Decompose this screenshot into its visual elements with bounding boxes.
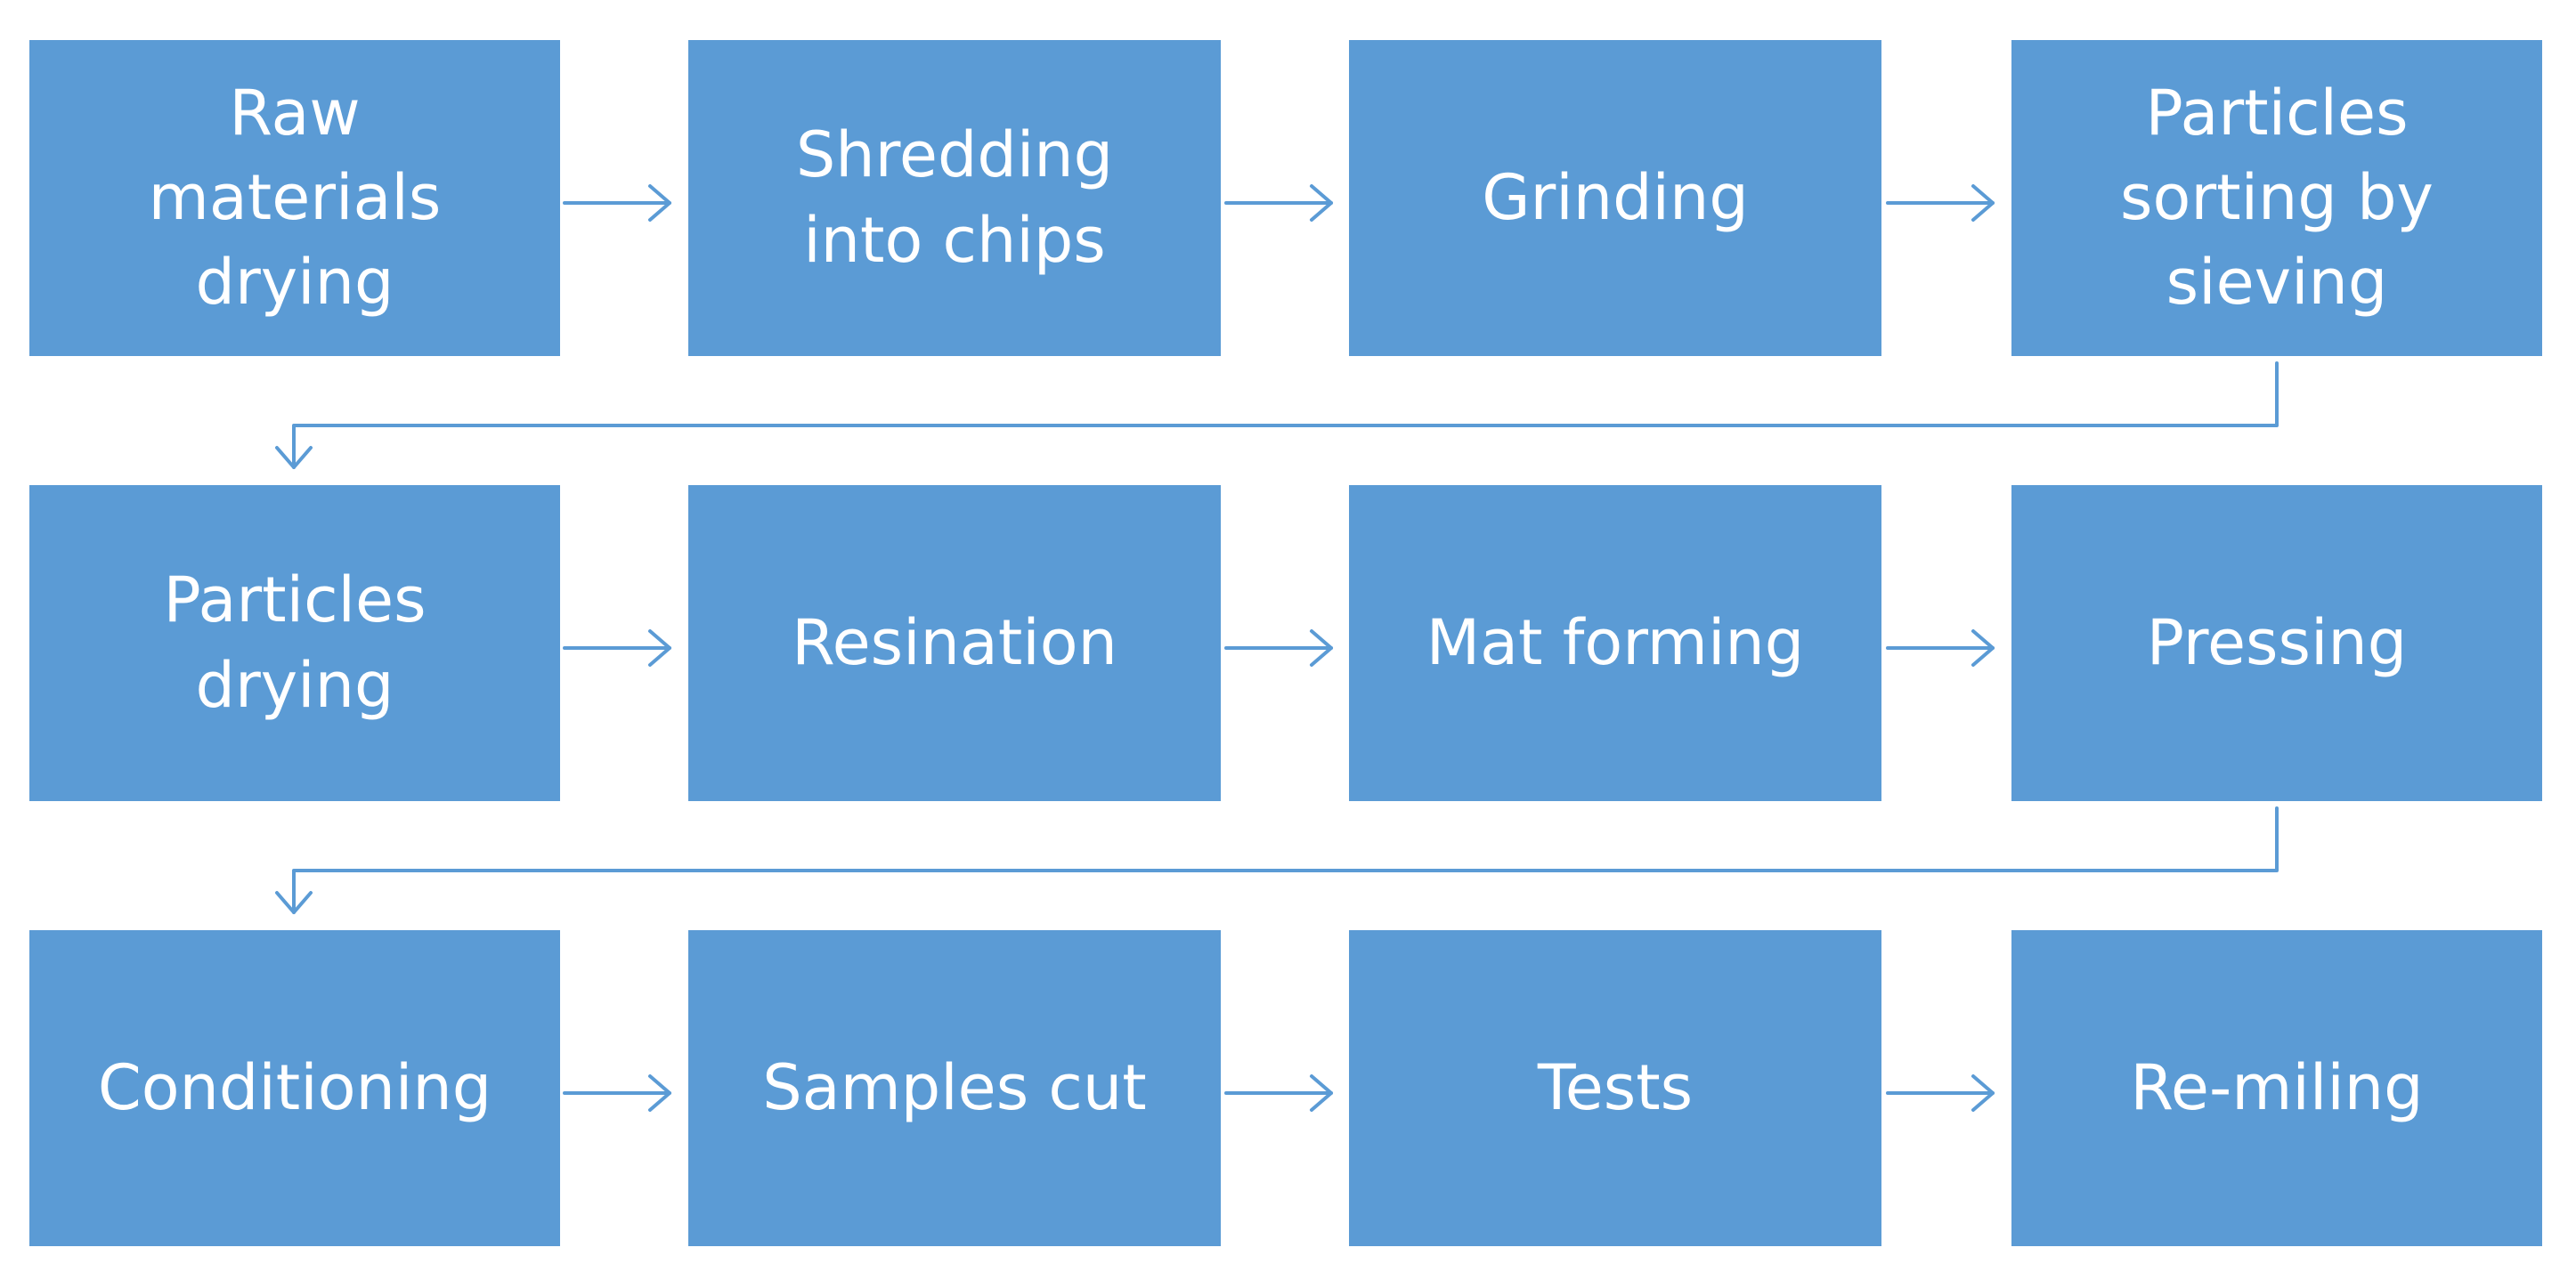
step-label-line: materials: [148, 160, 442, 234]
step-re-miling: Re-miling: [2011, 930, 2542, 1246]
step-pressing: Pressing: [2011, 485, 2542, 801]
step-label-line: drying: [195, 246, 394, 320]
step-label-line: drying: [195, 648, 394, 722]
step-label-line: Resination: [792, 605, 1117, 679]
step-label-line: Conditioning: [97, 1050, 492, 1124]
step-label-line: sieving: [2166, 246, 2388, 320]
arrow-right-icon: [1886, 629, 1995, 667]
step-conditioning: Conditioning: [29, 930, 560, 1246]
step-label-line: Particles: [163, 563, 427, 637]
arrow-right-icon: [563, 629, 671, 667]
step-grinding: Grinding: [1349, 40, 1881, 356]
arrow-right-icon: [1224, 184, 1333, 222]
arrow-right-icon: [563, 184, 671, 222]
step-label-line: Particles: [2145, 76, 2409, 150]
step-particles-drying: Particles drying: [29, 485, 560, 801]
step-mat-forming: Mat forming: [1349, 485, 1881, 801]
elbow-connector-arrow-icon: [275, 361, 2279, 469]
step-raw-materials-drying: Raw materials drying: [29, 40, 560, 356]
arrow-right-icon: [1224, 629, 1333, 667]
arrow-right-icon: [563, 1074, 671, 1112]
step-label-line: Samples cut: [762, 1050, 1147, 1124]
step-label-line: Pressing: [2146, 605, 2408, 679]
step-label-line: Re-miling: [2130, 1050, 2424, 1124]
elbow-connector-arrow-icon: [275, 806, 2279, 914]
step-particles-sorting-by-sieving: Particles sorting by sieving: [2011, 40, 2542, 356]
step-tests: Tests: [1349, 930, 1881, 1246]
step-label-line: into chips: [803, 203, 1106, 277]
step-label-line: Raw: [229, 76, 361, 150]
step-shredding-into-chips: Shredding into chips: [688, 40, 1221, 356]
arrow-right-icon: [1224, 1074, 1333, 1112]
step-resination: Resination: [688, 485, 1221, 801]
step-label-line: Shredding: [795, 118, 1114, 192]
arrow-right-icon: [1886, 1074, 1995, 1112]
arrow-right-icon: [1886, 184, 1995, 222]
step-label-line: sorting by: [2120, 160, 2434, 234]
step-label-line: Grinding: [1482, 160, 1749, 234]
step-samples-cut: Samples cut: [688, 930, 1221, 1246]
step-label-line: Mat forming: [1426, 605, 1805, 679]
step-label-line: Tests: [1537, 1050, 1694, 1124]
